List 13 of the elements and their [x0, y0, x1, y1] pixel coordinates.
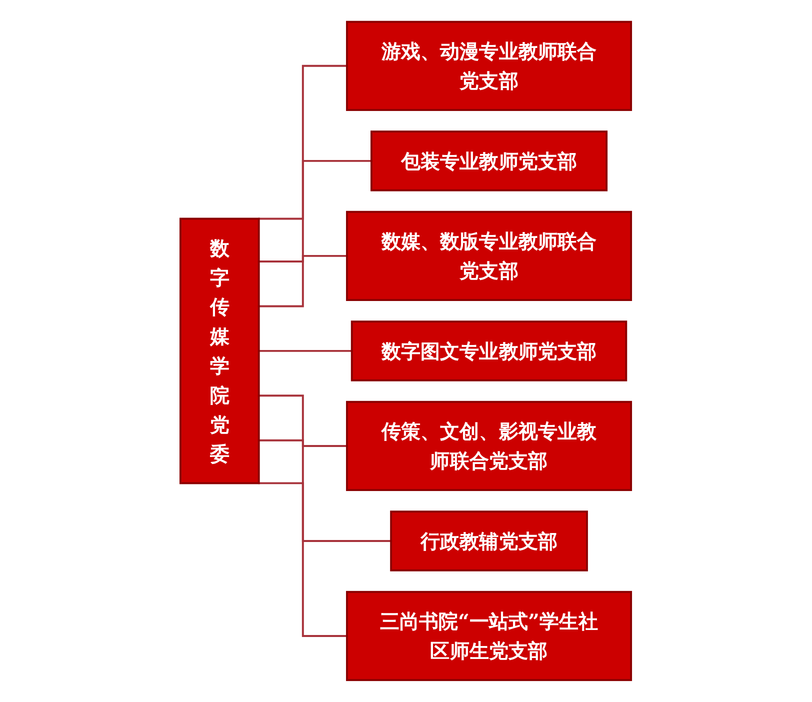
connector	[258, 482, 348, 638]
node-box: 包装专业教师党支部	[370, 130, 608, 192]
node-box: 三尚书院“一站式”学生社区师生党支部	[346, 590, 632, 682]
connector	[259, 255, 348, 308]
connector	[259, 350, 354, 352]
connector	[258, 64, 348, 220]
connector	[259, 394, 348, 447]
connector	[259, 439, 392, 542]
node-box: 传策、文创、影视专业教师联合党支部	[346, 400, 632, 492]
connector	[259, 160, 373, 263]
node-box: 游戏、动漫专业教师联合党支部	[346, 20, 632, 112]
node-box: 数字图文专业教师党支部	[351, 320, 628, 382]
node-box: 数媒、数版专业教师联合党支部	[346, 210, 632, 302]
